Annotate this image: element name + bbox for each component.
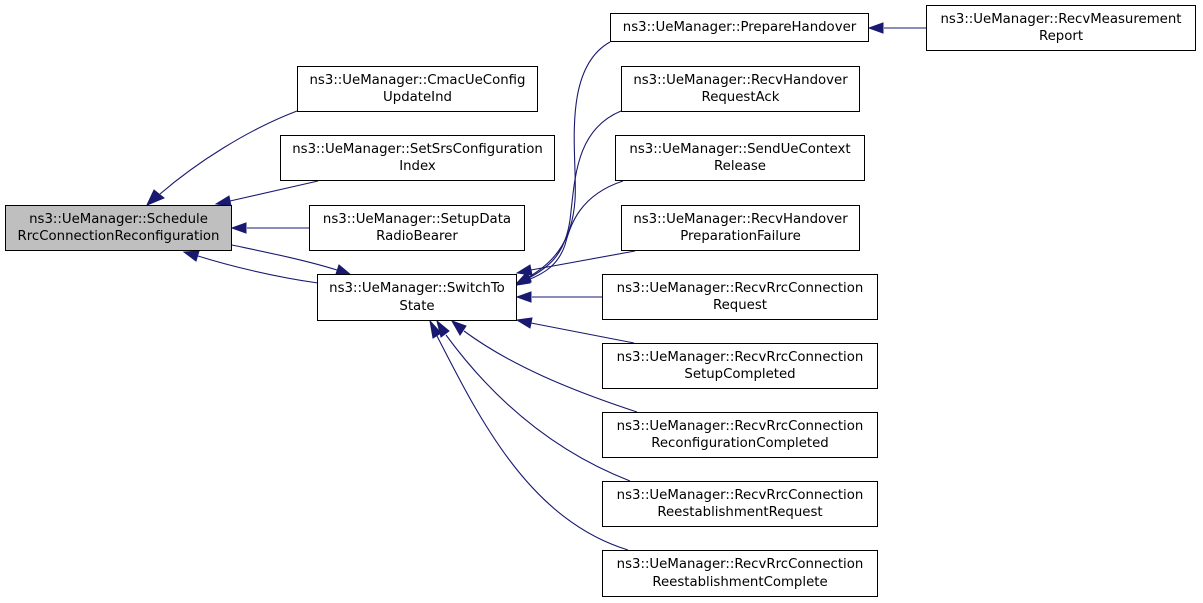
node-label-line: PreparationFailure xyxy=(680,229,801,244)
node-label-line: Release xyxy=(714,159,766,174)
node-label-line: ns3::UeManager::PrepareHandover xyxy=(622,19,857,35)
node-label-line: RequestAck xyxy=(701,90,780,105)
node-label-line: UpdateInd xyxy=(383,90,452,105)
node-label-line: ns3::UeManager::SendUeContext xyxy=(629,141,851,157)
node-label-line: ns3::UeManager::SwitchTo xyxy=(329,281,505,296)
arrowhead xyxy=(450,320,467,336)
edge-switchtostate-to-schedule xyxy=(197,255,319,284)
node-label-line: ns3::UeManager::SetupData xyxy=(322,211,512,227)
node-label-line: ns3::UeManager::RecvRrcConnection xyxy=(616,280,864,296)
edge-recvrrcreconfigcompleted-to-switchtostate xyxy=(463,330,638,413)
arrowhead xyxy=(515,317,533,329)
node-label-line: ns3::UeManager::SetSrsConfiguration xyxy=(292,141,543,157)
edge-recvrrcsetupcompleted-to-switchtostate xyxy=(530,322,635,344)
node-label-line: RrcConnectionReconfiguration xyxy=(17,229,220,244)
node-label-line: ReconfigurationCompleted xyxy=(651,436,829,451)
arrowhead xyxy=(182,250,200,262)
node-label-line: RadioBearer xyxy=(376,229,458,244)
node-label-line: ns3::UeManager::RecvRrcConnection xyxy=(616,418,864,434)
node-label-line: ns3::UeManager::RecvMeasurement xyxy=(940,11,1182,27)
node-label-line: SetupCompleted xyxy=(684,367,796,382)
node-label-line: ns3::UeManager::RecvRrcConnection xyxy=(616,487,864,503)
arrowhead xyxy=(515,273,531,286)
node-label-line: ns3::UeManager::Schedule xyxy=(29,211,208,227)
arrowhead xyxy=(230,222,247,234)
arrowhead xyxy=(515,291,532,303)
edge-recvhandoverprepfailure-to-switchtostate xyxy=(530,250,636,271)
node-prepare-handover[interactable]: ns3::UeManager::PrepareHandover xyxy=(610,13,869,42)
node-label-line: ReestablishmentRequest xyxy=(657,505,823,520)
node-label-line: ReestablishmentComplete xyxy=(652,574,828,590)
node-label-line: State xyxy=(399,298,435,314)
node-label-line: Index xyxy=(399,159,436,174)
edge-recvhandoverrequestack-to-switchtostate xyxy=(526,110,622,280)
edge-schedule-to-switchtostate xyxy=(231,244,338,271)
arrowhead xyxy=(146,189,165,206)
node-label-line: Report xyxy=(1038,29,1084,44)
edge-setsrs-to-schedule xyxy=(229,180,319,202)
edge-cmacueconfig-to-schedule xyxy=(159,110,298,195)
edge-recvrrcreestabcomplete-to-switchtostate xyxy=(436,335,629,551)
edge-preparehandover-to-switchtostate xyxy=(526,41,611,279)
node-label-line: ns3::UeManager::RecvRrcConnection xyxy=(616,557,864,572)
node-label-line: ns3::UeManager::RecvHandover xyxy=(633,72,848,88)
edge-senduecontextrelease-to-switchtostate xyxy=(527,180,624,281)
arrowhead xyxy=(515,264,533,276)
arrowhead xyxy=(867,22,884,34)
node-label-line: Request xyxy=(712,298,767,313)
node-label-line: ns3::UeManager::CmacUeConfig xyxy=(309,72,526,88)
edge-recvrrcreestabrequest-to-switchtostate xyxy=(445,334,631,482)
node-label-line: ns3::UeManager::RecvHandover xyxy=(633,211,848,227)
arrowhead xyxy=(429,319,442,339)
node-label-line: ns3::UeManager::RecvRrcConnection xyxy=(616,349,864,365)
